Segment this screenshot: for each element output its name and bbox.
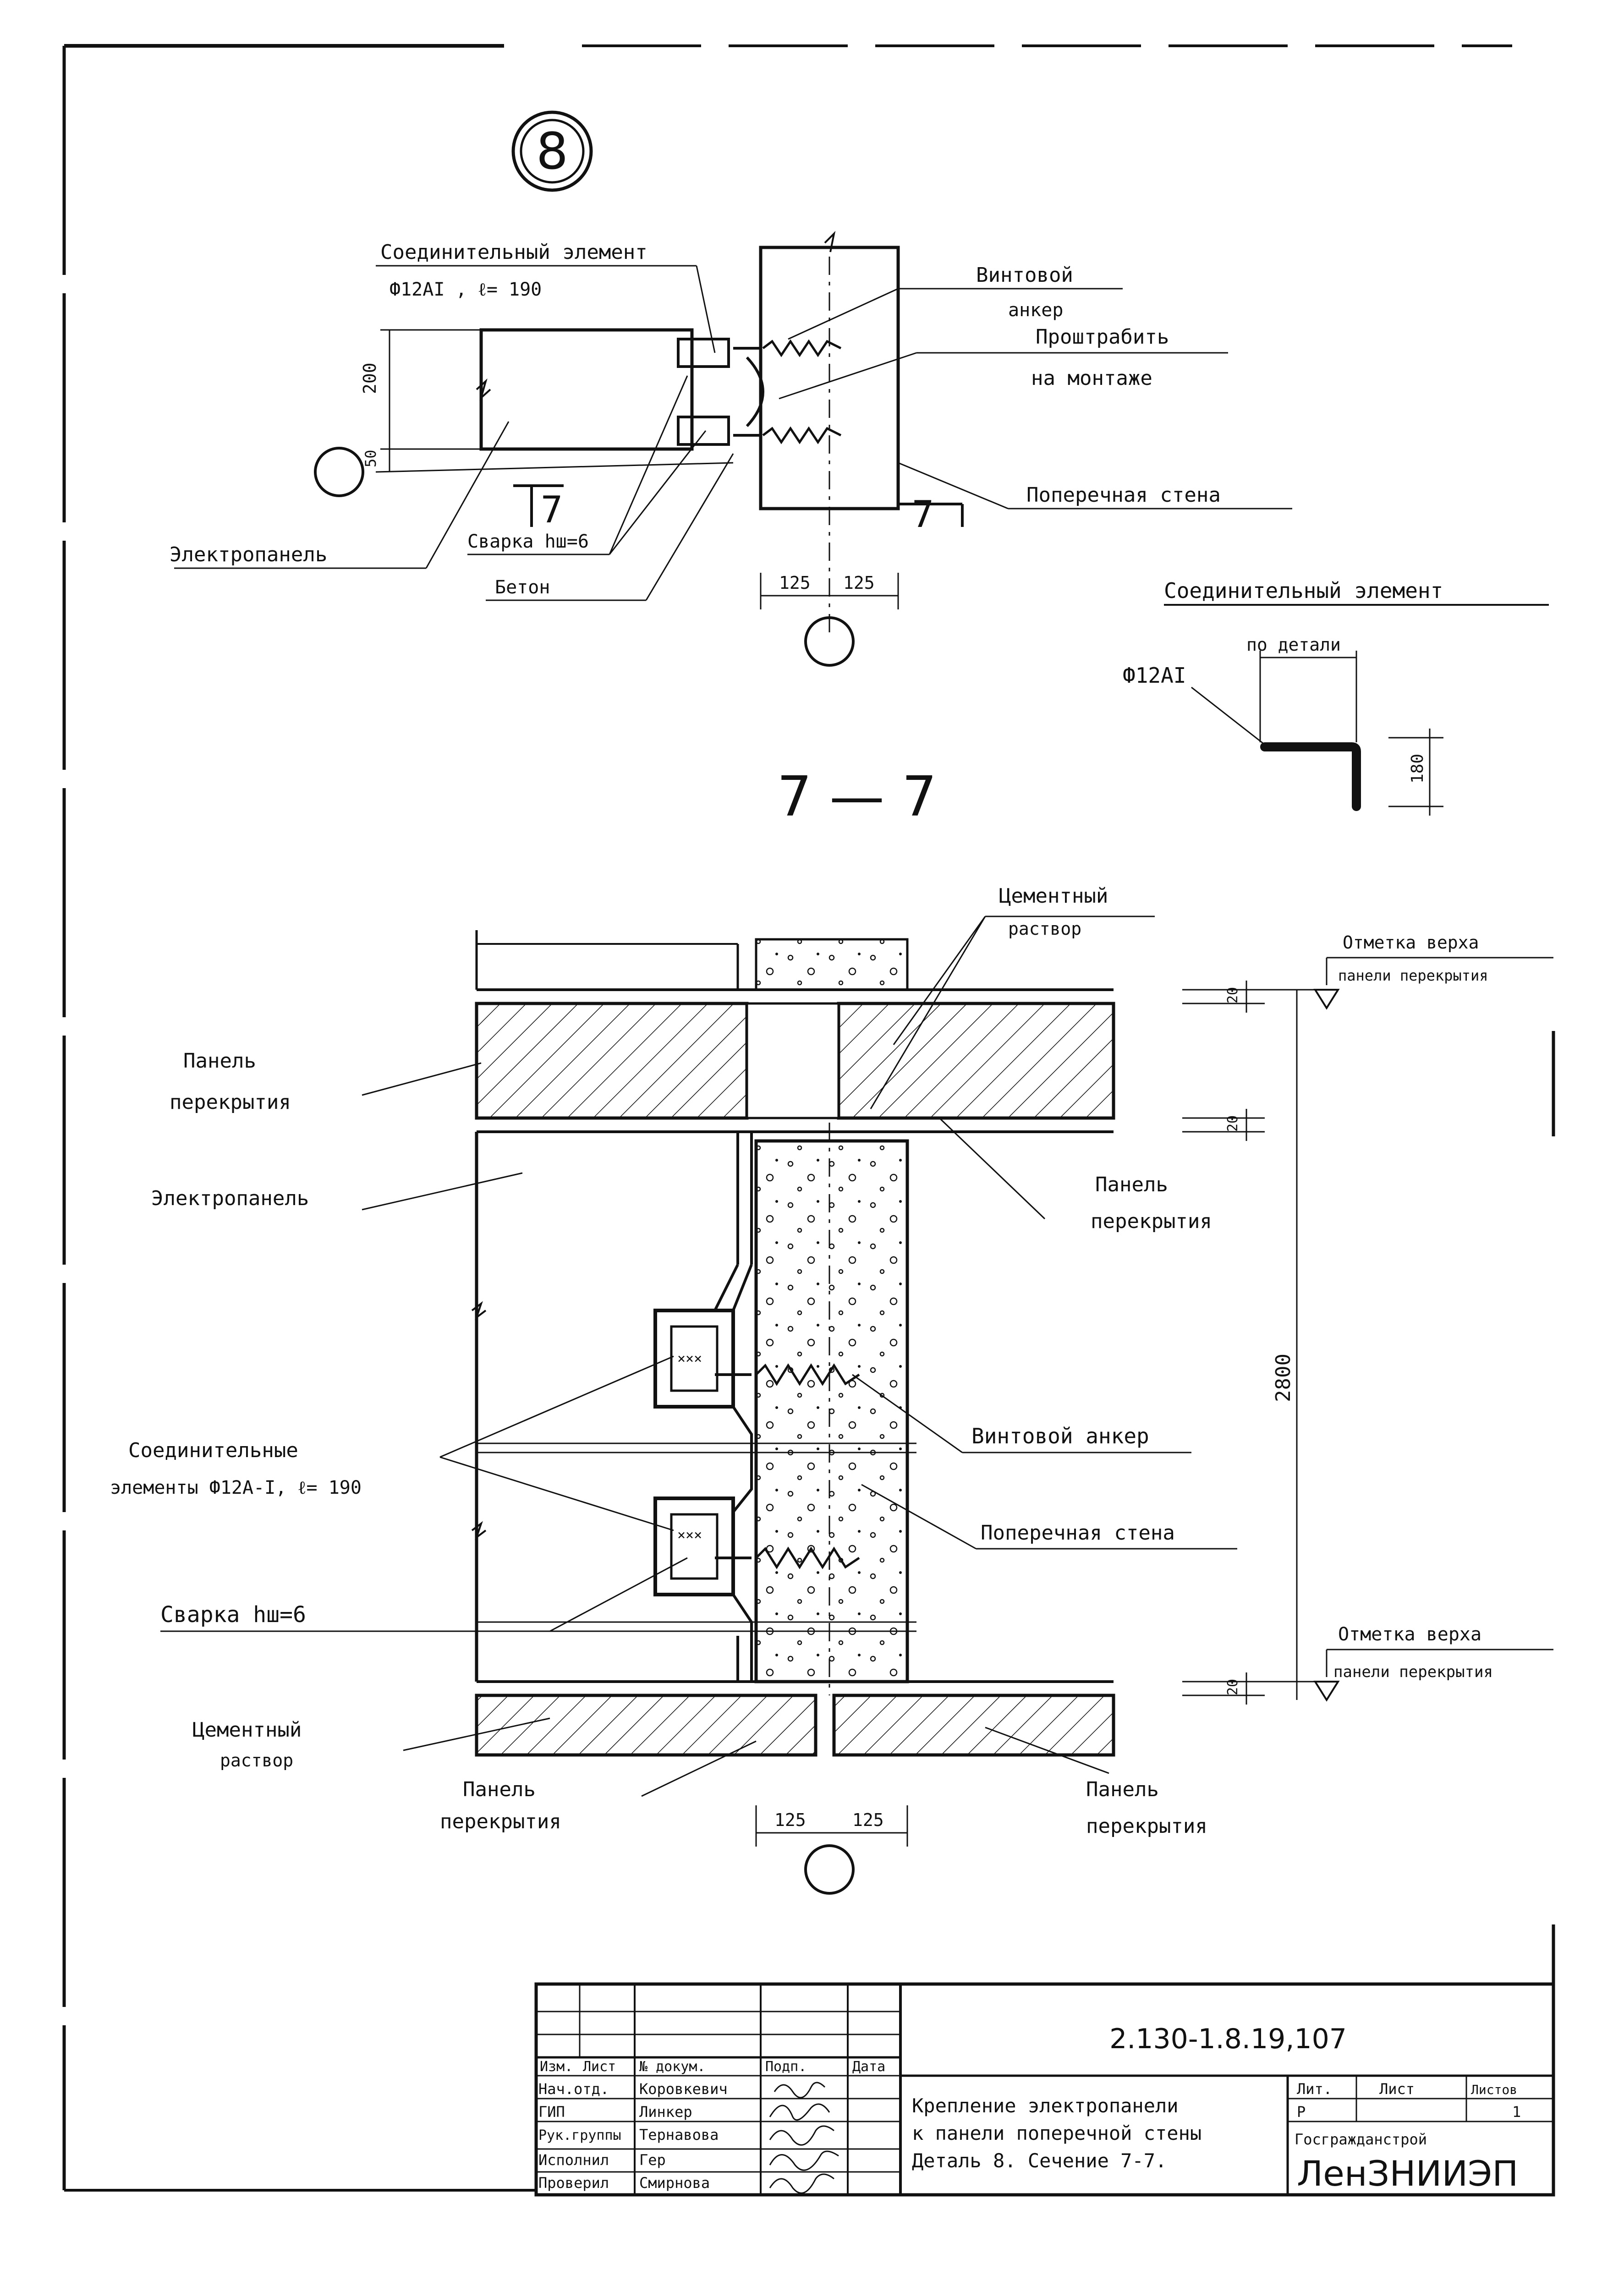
floor-panel-left-1: Панель xyxy=(183,1049,256,1073)
welding-section-label: Сварка hш=6 xyxy=(160,1602,306,1628)
description-2: к панели поперечной стены xyxy=(912,2122,1202,2144)
section-title: 7 — 7 xyxy=(777,765,937,829)
row-name-1: Коровкевич xyxy=(639,2080,728,2098)
electropanel-section-label: Электропанель xyxy=(151,1187,309,1210)
dim-125-left-section: 125 xyxy=(774,1810,806,1830)
dim-125-left: 125 xyxy=(779,573,811,593)
level-top-1: Отметка верха xyxy=(1343,932,1479,953)
org-institute: ЛенЗНИИЭП xyxy=(1297,2153,1518,2194)
dim-125-right-section: 125 xyxy=(852,1810,884,1830)
header-change: Изм. xyxy=(540,2059,573,2075)
connector-label-1: Соединительный элемент xyxy=(380,241,647,264)
connector-detail-title: Соединительный элемент xyxy=(1164,578,1443,603)
row-role-1: Нач.отд. xyxy=(538,2080,609,2098)
sheet-value: 1 xyxy=(1512,2103,1521,2121)
floor-panel-bottom-right-1: Панель xyxy=(1086,1778,1159,1801)
top-view: 7 7 200 50 125 125 Соединительный элемен… xyxy=(170,230,1292,667)
row-role-4: Исполнил xyxy=(538,2151,609,2169)
stage-header: Лит. xyxy=(1297,2080,1332,2098)
connectors-label-1: Соединительные xyxy=(128,1439,298,1462)
svg-text:×××: ××× xyxy=(677,1527,702,1543)
floor-panel-bottom-left-1: Панель xyxy=(463,1778,536,1801)
cross-wall-label: Поперечная стена xyxy=(1026,483,1221,507)
detail-marker: 8 xyxy=(511,110,593,192)
header-doc-no: № докум. xyxy=(639,2059,706,2075)
signature-2 xyxy=(769,2103,830,2121)
floor-panel-top-right xyxy=(837,1002,1115,1120)
title-block: 2.130-1.8.19,107 Изм. Лист № докум. Подп… xyxy=(534,1982,1555,2197)
signature-3 xyxy=(769,2125,834,2146)
sheet-header: Лист xyxy=(1379,2080,1415,2098)
welding-label: Сварка hш=6 xyxy=(467,531,589,552)
floor-panel-right-1: Панель xyxy=(1095,1173,1168,1196)
svg-text:×××: ××× xyxy=(677,1351,702,1367)
screw-anchor-section-label: Винтовой анкер xyxy=(971,1424,1149,1448)
connectors-label-2: элементы Ф12А-I, ℓ= 190 xyxy=(110,1477,362,1498)
stage-value: Р xyxy=(1297,2103,1306,2121)
dim-125-right: 125 xyxy=(843,573,875,593)
level-bottom-2: панели перекрытия xyxy=(1333,1663,1493,1681)
note-label-1: Проштрабить xyxy=(1036,325,1169,349)
org-name: Госгражданстрой xyxy=(1295,2131,1427,2148)
detail-number: 8 xyxy=(536,122,568,181)
floor-panel-right-2: перекрытия xyxy=(1091,1210,1212,1233)
row-name-4: Гер xyxy=(639,2151,666,2169)
cement-mortar-bottom-1: Цементный xyxy=(192,1718,302,1742)
cut-mark-right: 7 xyxy=(912,493,934,536)
section-7-7: ××× ××× 20 20 20 2800 xyxy=(110,884,1553,1895)
cross-wall-section-label: Поперечная стена xyxy=(981,1521,1175,1545)
connector-label-2: Ф12АI , ℓ= 190 xyxy=(390,279,542,300)
note-label-2: на монтаже xyxy=(1031,367,1152,390)
screw-anchor-label-1: Винтовой xyxy=(976,263,1073,287)
floor-panel-bottom-left-2: перекрытия xyxy=(440,1810,561,1833)
connector-detail: Соединительный элемент по детали Ф12АI 1… xyxy=(1123,578,1549,816)
signature-5 xyxy=(769,2173,834,2194)
cement-mortar-top-1: Цементный xyxy=(999,884,1108,908)
electropanel-label: Электропанель xyxy=(170,543,327,566)
dim-180: 180 xyxy=(1408,754,1427,784)
row-role-5: Проверил xyxy=(538,2174,609,2192)
header-signature: Подп. xyxy=(765,2059,807,2075)
bent-bar xyxy=(1260,742,1361,811)
dim-2800: 2800 xyxy=(1272,1354,1295,1402)
level-top-2: панели перекрытия xyxy=(1338,967,1488,984)
floor-panel-left-2: перекрытия xyxy=(170,1091,291,1114)
row-name-5: Смирнова xyxy=(639,2174,710,2192)
description-3: Деталь 8. Сечение 7-7. xyxy=(912,2149,1167,2172)
floor-panel-bottom-right-2: перекрытия xyxy=(1086,1815,1207,1838)
dim-20-bottom: 20 xyxy=(1225,1679,1241,1695)
floor-panel-bottom-right xyxy=(832,1694,1115,1757)
cross-wall-section xyxy=(754,1139,909,1683)
concrete-label: Бетон xyxy=(495,577,550,598)
floor-panel-top-left xyxy=(475,1002,749,1120)
floor-panel-bottom-left xyxy=(475,1694,817,1757)
row-role-3: Рук.группы xyxy=(538,2127,621,2143)
row-role-2: ГИП xyxy=(538,2103,565,2121)
header-date: Дата xyxy=(852,2059,885,2075)
row-name-2: Линкер xyxy=(639,2103,692,2121)
cut-mark-left: 7 xyxy=(541,488,563,531)
signature-4 xyxy=(769,2150,839,2171)
cement-mortar-bottom-2: раствор xyxy=(220,1750,293,1771)
by-detail-label: по детали xyxy=(1246,635,1341,655)
doc-code: 2.130-1.8.19,107 xyxy=(1109,2023,1347,2055)
electropanel-plan xyxy=(479,328,694,451)
screw-anchor-label-2: анкер xyxy=(1008,300,1063,321)
header-sheet: Лист xyxy=(583,2059,616,2075)
level-bottom-1: Отметка верха xyxy=(1338,1624,1481,1645)
description-1: Крепление электропанели xyxy=(912,2094,1179,2117)
bar-label: Ф12АI xyxy=(1123,663,1186,688)
dim-20-top: 20 xyxy=(1225,987,1241,1003)
sheets-header: Листов xyxy=(1471,2082,1517,2097)
cement-mortar-top-2: раствор xyxy=(1008,919,1081,939)
row-name-3: Тернавова xyxy=(639,2126,719,2143)
dim-50: 50 xyxy=(362,450,379,467)
dim-20-mid: 20 xyxy=(1225,1115,1241,1132)
signature-1 xyxy=(774,2082,826,2099)
dim-200: 200 xyxy=(360,362,380,394)
